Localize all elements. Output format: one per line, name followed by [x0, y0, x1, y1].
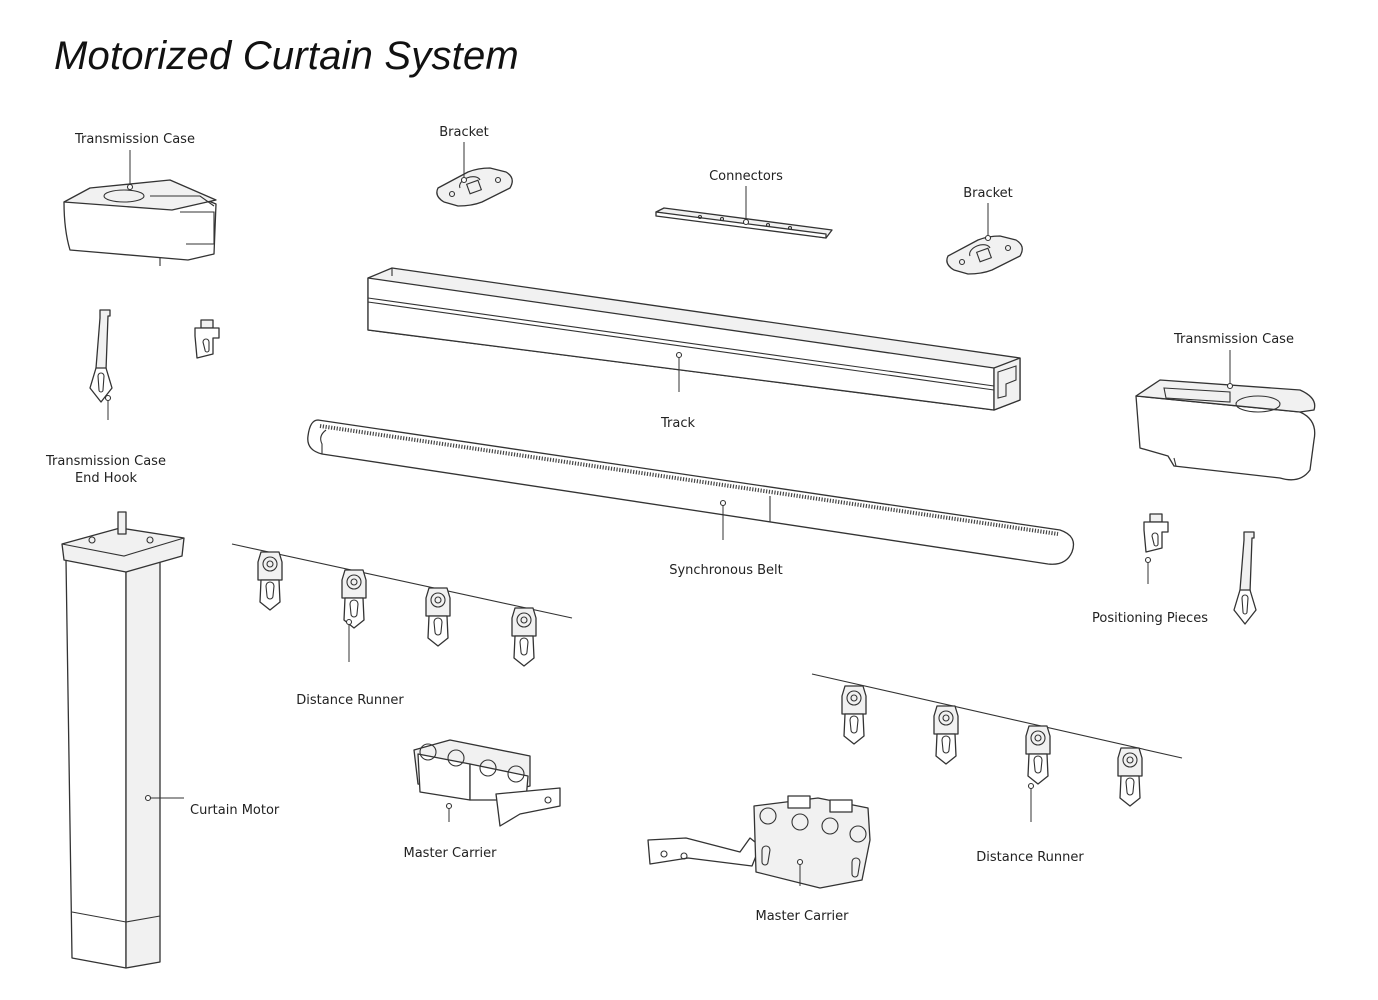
label-distance-runner-right: Distance Runner: [976, 782, 1084, 865]
label-bracket-right: Bracket: [963, 186, 1013, 242]
svg-text:Transmission Case: Transmission Case: [1173, 332, 1294, 347]
bracket-right: [946, 235, 1023, 275]
master-carrier-right: [647, 795, 871, 889]
diagram-title: Motorized Curtain System: [54, 34, 519, 78]
svg-text:Synchronous Belt: Synchronous Belt: [669, 563, 783, 578]
master-carrier-left: [413, 739, 561, 827]
svg-text:Transmission Case: Transmission Case: [74, 132, 195, 147]
end-hook-right: [1233, 531, 1257, 625]
synchronous-belt: [307, 419, 1075, 565]
svg-text:Curtain Motor: Curtain Motor: [190, 803, 280, 818]
label-transmission-case-left: Transmission Case: [74, 132, 195, 191]
label-track: Track: [660, 351, 695, 431]
label-connectors: Connectors: [709, 169, 783, 226]
positioning-piece-right: [1143, 513, 1169, 553]
label-master-carrier-right: Master Carrier: [756, 858, 850, 924]
distance-runner-left: [231, 543, 573, 667]
svg-text:Positioning Pieces: Positioning Pieces: [1092, 611, 1208, 626]
label-distance-runner-left: Distance Runner: [296, 618, 404, 708]
label-transmission-case-right: Transmission Case: [1173, 332, 1294, 390]
svg-text:Bracket: Bracket: [439, 125, 489, 140]
transmission-case-left: [63, 179, 217, 266]
svg-text:Connectors: Connectors: [709, 169, 783, 184]
label-bracket-left: Bracket: [439, 125, 489, 184]
bracket-left: [436, 167, 513, 207]
svg-text:Bracket: Bracket: [963, 186, 1013, 201]
end-hook-left: [89, 309, 113, 403]
track: [367, 267, 1021, 411]
distance-runner-right: [811, 673, 1183, 807]
svg-text:Track: Track: [660, 416, 695, 431]
svg-text:Master Carrier: Master Carrier: [756, 909, 850, 924]
curtain-motor: [61, 511, 185, 969]
svg-text:Distance Runner: Distance Runner: [296, 693, 404, 708]
svg-text:End Hook: End Hook: [75, 471, 138, 486]
label-synchronous-belt: Synchronous Belt: [669, 499, 783, 578]
label-end-hook: Transmission Case End Hook: [45, 394, 166, 486]
label-curtain-motor: Curtain Motor: [144, 794, 280, 818]
svg-text:Distance Runner: Distance Runner: [976, 850, 1084, 865]
end-hook-clip-left: [194, 319, 220, 359]
label-master-carrier-left: Master Carrier: [404, 802, 498, 861]
svg-text:Master Carrier: Master Carrier: [404, 846, 498, 861]
svg-text:Transmission Case: Transmission Case: [45, 454, 166, 469]
label-positioning-pieces: Positioning Pieces: [1092, 556, 1208, 626]
transmission-case-right: [1135, 379, 1316, 481]
